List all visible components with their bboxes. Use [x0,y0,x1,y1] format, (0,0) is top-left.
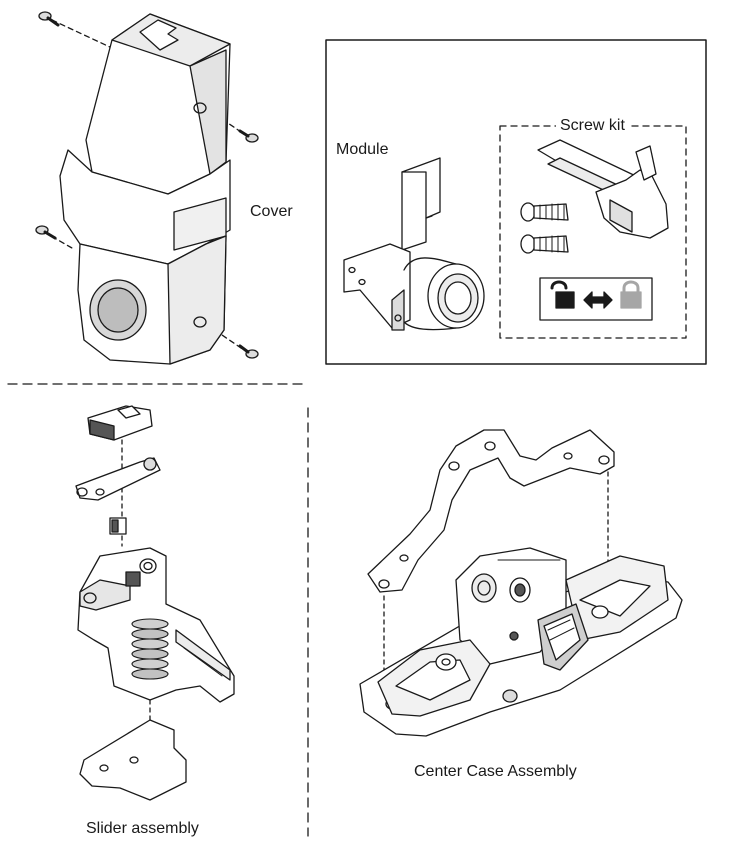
screw-icon [238,344,259,359]
screw-kit-latch [537,139,669,239]
cover-assembly [35,11,259,365]
cover-label: Cover [250,203,293,220]
unlocked-padlock-icon [550,280,575,309]
screw-kit-label: Screw kit [556,118,629,134]
screw-icon [520,234,569,254]
lock-toggle-indicator [539,277,653,321]
screw-icon [35,225,57,240]
screw-icon [520,202,569,222]
module-panel [325,39,707,365]
screw-icon [238,129,259,143]
center-case-label: Center Case Assembly [414,763,577,780]
slider-assembly [75,405,235,801]
module-label: Module [336,141,389,158]
center-case-assembly [359,429,683,737]
screw-icon [38,11,60,27]
locked-padlock-icon [620,280,642,309]
module-part [343,157,485,331]
slider-assembly-label: Slider assembly [86,820,199,837]
double-arrow-icon [583,291,613,309]
